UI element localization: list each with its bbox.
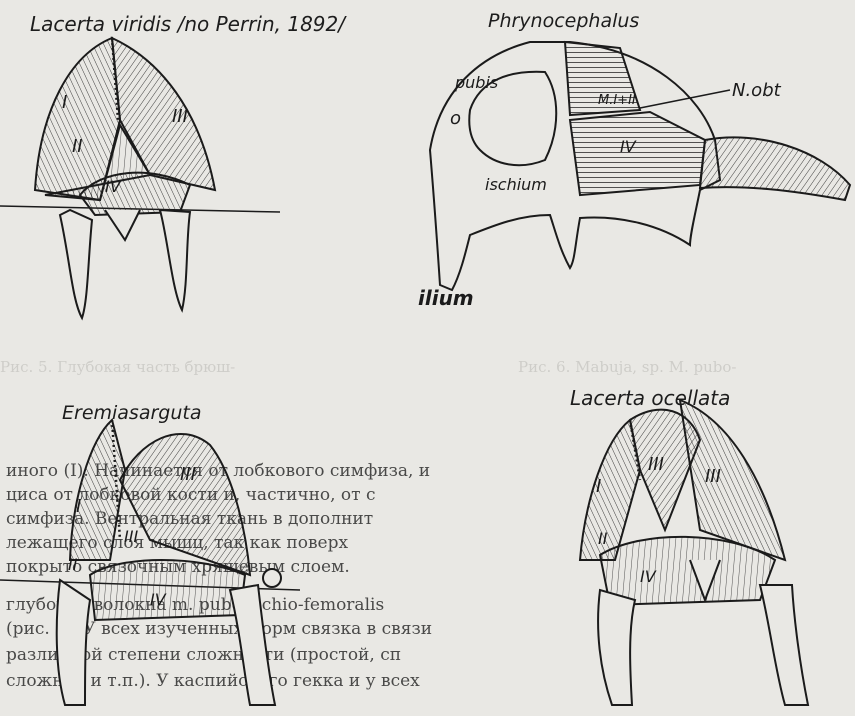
label-I-3: I [76, 496, 81, 517]
label-I-1: I [62, 92, 67, 113]
label-pubis: pubis [454, 73, 498, 92]
label-ilium: ilium [418, 286, 474, 310]
muscle-III-4b [680, 400, 785, 560]
label-IV-2: IV [620, 137, 637, 156]
label-IV-4: IV [640, 567, 657, 586]
label-IV-1: IV [105, 177, 122, 196]
label-o: o [450, 108, 461, 129]
bone-right [160, 210, 190, 310]
muscle-I-4 [580, 420, 640, 560]
label-II-3: II [68, 555, 78, 574]
tail-fan [700, 137, 850, 200]
bone-3-left [57, 580, 90, 705]
bone-4-right [760, 585, 808, 705]
label-III-3b: III [124, 527, 138, 546]
label-III-4b: III [705, 466, 721, 487]
muscle-IV-3 [90, 560, 245, 620]
label-IV-3: IV [150, 590, 167, 609]
figure-lacerta-ocellata [580, 400, 808, 705]
bone-4-left [598, 590, 635, 705]
label-II-1: II [72, 136, 83, 157]
muscle-IV-4 [600, 537, 775, 605]
label-I-4: I [596, 476, 601, 497]
bone-left [60, 210, 92, 318]
label-n-obt: N.obt [732, 80, 782, 101]
muscle-III-3 [120, 434, 250, 575]
label-III-4: III [648, 454, 664, 475]
legend-fig5: Рис. 5. Глубокая часть брюш- [0, 358, 235, 376]
bleed-through-text: Рис. 5. Глубокая часть брюш- Рис. 6. Mab… [0, 358, 737, 376]
label-III-3: III [180, 464, 196, 485]
figure-lacerta-viridis [0, 38, 280, 318]
label-II-4: II [598, 529, 608, 548]
label-ischium: ischium [485, 175, 547, 194]
label-III-1: III [172, 106, 188, 127]
legend-fig6: Рис. 6. Mabuja, sp. M. pubo- [518, 358, 737, 376]
label-m-block: M.I+II [598, 93, 636, 108]
